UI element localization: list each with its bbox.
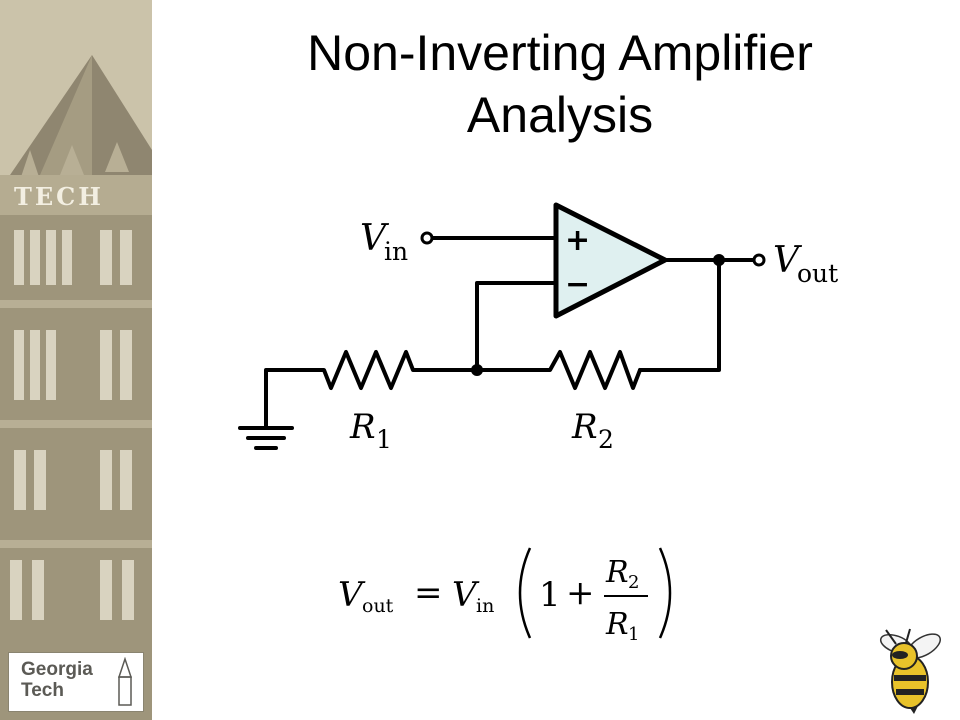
left-paren [518, 547, 532, 639]
formula-one: 1 [539, 575, 561, 615]
vout-subscript: out [797, 259, 838, 288]
r1-label: R [349, 407, 376, 447]
output-terminal [752, 253, 766, 267]
opamp-plus-sign: + [565, 223, 590, 258]
formula-plus: + [566, 573, 595, 613]
opamp-minus-sign: − [565, 267, 590, 302]
feedback-wire [475, 281, 558, 372]
logo-line-1: Georgia [21, 659, 93, 680]
opamp-triangle [553, 202, 668, 319]
r2-subscript: 2 [598, 425, 614, 454]
output-junction-dot [713, 254, 725, 266]
formula-lhs: V [338, 575, 366, 615]
title-line-1: Non-Inverting Amplifier [307, 25, 813, 81]
title-line-2: Analysis [466, 87, 654, 143]
non-inverting-amplifier-circuit: + − V in V out R 1 R 2 [238, 202, 838, 454]
georgia-tech-logo: Georgia Tech [8, 652, 144, 712]
formula-numerator-sub: 2 [628, 572, 639, 593]
vout-label: V [773, 240, 803, 281]
input-terminal [420, 231, 434, 245]
slide-title: Non-Inverting Amplifier Analysis [160, 22, 960, 146]
formula-equals: = [414, 573, 443, 613]
tower-logo-icon [117, 657, 133, 706]
resistor-r2 [475, 350, 642, 390]
vin-subscript: in [384, 237, 408, 266]
r2-label: R [571, 407, 598, 447]
yellow-jacket-mascot-icon [879, 628, 941, 714]
tower-sign-text: TECH [14, 182, 104, 211]
vin-label: V [360, 218, 390, 259]
resistor-r1 [264, 350, 479, 430]
formula-numerator: R [605, 555, 629, 590]
sidebar-photo: TECH Georgia Tech [0, 0, 152, 720]
feedback-junction-dot [471, 364, 483, 376]
formula-denominator-sub: 1 [628, 624, 639, 645]
formula-rhs-sub: in [476, 595, 494, 617]
formula-lhs-sub: out [362, 595, 394, 617]
right-paren [658, 547, 672, 639]
r1-subscript: 1 [376, 425, 392, 454]
logo-line-2: Tech [21, 680, 64, 701]
tower-illustration: TECH [0, 0, 152, 720]
gain-formula: V out = V in 1 + R 2 R 1 [338, 547, 672, 645]
formula-rhs: V [452, 575, 480, 615]
r2-right-wire [638, 258, 721, 372]
formula-denominator: R [605, 607, 629, 642]
